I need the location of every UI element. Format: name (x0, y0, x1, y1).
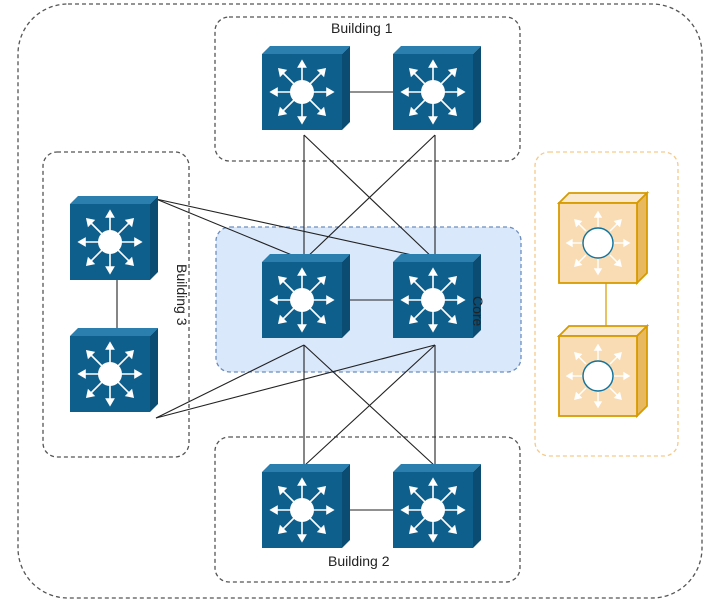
core-switch-a-icon[interactable] (262, 254, 350, 338)
link-b2-switch-b-to-core-a (303, 344, 436, 467)
b1-switch-a-icon[interactable] (262, 46, 350, 130)
highlight-switch-a-icon[interactable] (559, 193, 647, 283)
link-b1-switch-b-to-core-a (303, 134, 436, 261)
link-b3-switch-a-to-core-b (155, 198, 436, 261)
link-b3-switch-b-to-core-a (155, 344, 305, 419)
b1-switch-b-icon[interactable] (393, 46, 481, 130)
building-1-label: Building 1 (331, 20, 393, 36)
building-2-label: Building 2 (328, 553, 390, 569)
building-3-group (42, 151, 190, 458)
b3-switch-a-icon[interactable] (70, 196, 158, 280)
highlight-switch-b-icon[interactable] (559, 326, 647, 416)
highlight-group (534, 151, 679, 457)
link-b3-switch-a-to-core-a (155, 198, 305, 261)
core-label: Core (470, 296, 486, 327)
b2-switch-a-icon[interactable] (262, 464, 350, 548)
links (116, 91, 436, 511)
b3-switch-b-icon[interactable] (70, 328, 158, 412)
link-b3-switch-b-to-core-b (155, 344, 436, 419)
b2-switch-b-icon[interactable] (393, 464, 481, 548)
building-3-label: Building 3 (174, 264, 190, 326)
core-switch-b-icon[interactable] (393, 254, 481, 338)
campus-boundary (17, 3, 703, 599)
building-2-group (214, 436, 521, 583)
building-1-group (214, 16, 521, 162)
